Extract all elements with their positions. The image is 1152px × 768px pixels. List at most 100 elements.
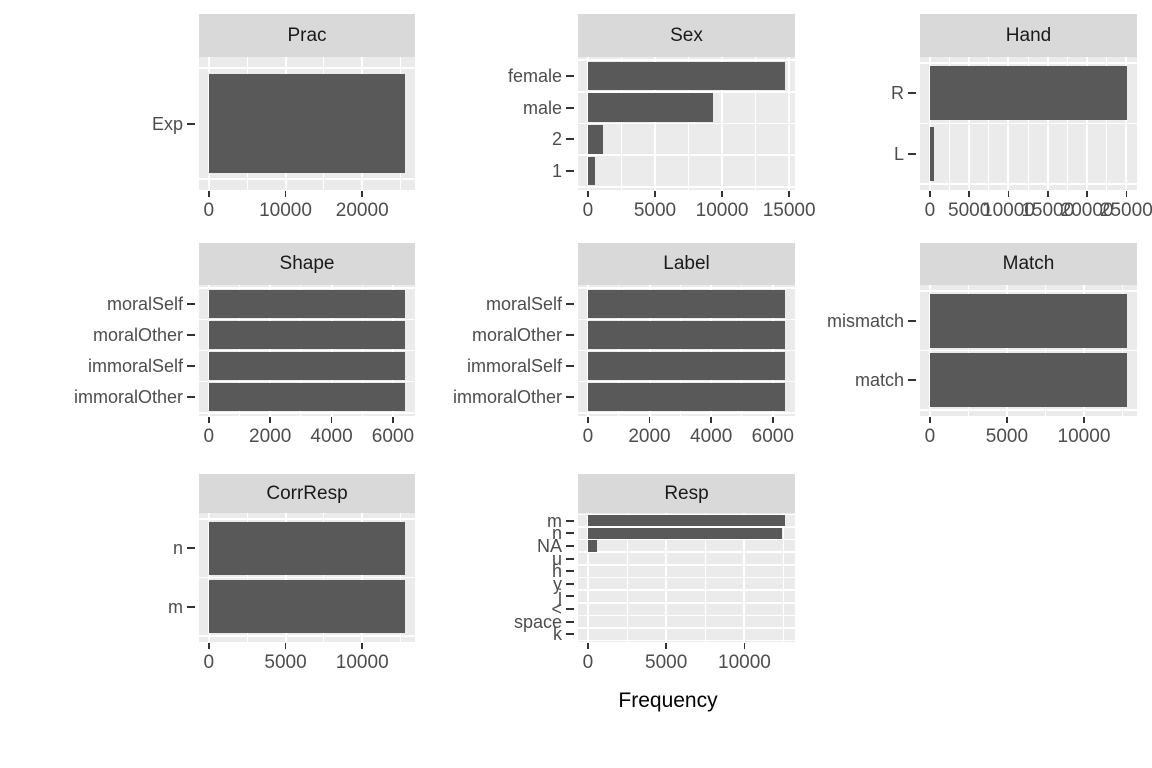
bar (587, 93, 713, 122)
y-tick-mark (187, 365, 195, 368)
x-tick-label: 10000 (982, 200, 1035, 221)
bar (208, 383, 406, 412)
y-tick-mark (566, 633, 574, 636)
x-tick-mark (788, 191, 790, 197)
facet-strip: Resp (578, 474, 795, 513)
x-tick-mark (721, 191, 723, 197)
facet-strip: Sex (578, 14, 795, 57)
x-tick-label: 6000 (371, 426, 415, 447)
y-tick-mark (566, 519, 574, 522)
x-tick-label: 10000 (695, 200, 749, 221)
bar (929, 293, 1128, 348)
grid-line-h (578, 349, 795, 352)
x-tick-label: 10000 (1057, 426, 1111, 447)
y-tick-mark (566, 570, 574, 573)
facet-strip: Prac (199, 14, 415, 57)
y-tick-label: R (891, 83, 904, 104)
y-tick-label: immoralSelf (87, 356, 183, 377)
y-tick-mark (566, 106, 574, 109)
y-tick-label: m (168, 596, 183, 617)
x-tick-label: 2000 (628, 426, 671, 447)
y-tick-label: mismatch (826, 310, 904, 331)
grid-line-h (578, 551, 795, 553)
x-tick-label: 0 (582, 200, 594, 221)
x-tick-mark (1007, 191, 1010, 197)
bar (208, 289, 406, 318)
x-tick-mark (929, 191, 931, 197)
bar (208, 352, 406, 381)
x-tick-mark (361, 191, 363, 197)
y-tick-mark (908, 379, 916, 382)
plot-area (199, 513, 415, 642)
grid-line-h (199, 518, 415, 520)
plot-area (920, 285, 1137, 416)
x-tick-mark (1083, 417, 1085, 423)
bar (587, 61, 786, 91)
bar (929, 66, 1128, 121)
facet-title: CorrResp (266, 482, 348, 504)
x-tick-mark (665, 643, 667, 649)
bar (587, 527, 782, 539)
facet-strip: Match (920, 243, 1137, 285)
x-tick-label: 0 (203, 426, 215, 447)
grid-line-h (578, 186, 795, 188)
facet-strip: Shape (199, 243, 415, 285)
grid-line-h (199, 287, 415, 289)
grid-line-h (199, 380, 415, 383)
x-tick-label: 15000 (1021, 200, 1075, 221)
grid-line-h (920, 62, 1137, 64)
y-tick-label: < (551, 599, 562, 620)
grid-line-h (578, 91, 795, 93)
x-tick-mark (654, 191, 656, 197)
x-axis-title: Frequency (618, 689, 718, 712)
x-tick-label: 0 (924, 426, 936, 447)
x-tick-label: 5000 (264, 652, 307, 673)
y-tick-mark (566, 365, 574, 368)
y-tick-mark (566, 582, 574, 585)
y-tick-label: j (558, 586, 562, 607)
x-tick-label: 15000 (762, 200, 816, 221)
x-tick-label: 20000 (335, 200, 389, 221)
x-tick-mark (587, 417, 589, 423)
grid-line-h (578, 318, 795, 321)
x-tick-mark (968, 191, 970, 197)
x-tick-mark (1006, 417, 1008, 423)
x-tick-mark (710, 417, 712, 423)
x-tick-mark (330, 417, 333, 423)
y-tick-label: female (507, 66, 562, 86)
x-tick-mark (208, 191, 210, 197)
grid-line-h (578, 59, 795, 61)
y-tick-label: moralSelf (106, 293, 183, 314)
y-tick-mark (566, 396, 574, 399)
grid-line-h (578, 564, 795, 566)
x-tick-label: 0 (582, 652, 594, 673)
bar (208, 73, 406, 174)
plot-area (578, 285, 795, 416)
y-tick-mark (566, 75, 574, 77)
grid-line-h (199, 349, 415, 352)
x-tick-label: 25000 (1099, 200, 1152, 221)
y-tick-label: m (547, 510, 562, 531)
x-tick-mark (743, 643, 746, 649)
x-tick-label: 0 (203, 200, 215, 221)
grid-line-h (199, 635, 415, 637)
x-tick-mark (392, 417, 394, 423)
x-tick-mark (208, 643, 210, 649)
y-tick-mark (187, 333, 195, 336)
facet-title: Match (1002, 253, 1055, 274)
grid-line-h (578, 122, 795, 125)
x-tick-label: 6000 (751, 426, 794, 447)
plot-area (578, 57, 795, 190)
y-tick-mark (566, 608, 574, 611)
y-tick-mark (566, 532, 574, 535)
y-tick-mark (187, 122, 195, 125)
y-tick-label: male (522, 97, 562, 118)
y-tick-label: 2 (551, 129, 562, 150)
x-tick-label: 2000 (249, 426, 292, 447)
bar (929, 353, 1128, 408)
x-tick-mark (772, 417, 774, 423)
grid-line-h (578, 627, 795, 629)
y-tick-label: Exp (151, 113, 183, 134)
grid-line-h (920, 122, 1137, 125)
y-tick-mark (566, 557, 574, 560)
